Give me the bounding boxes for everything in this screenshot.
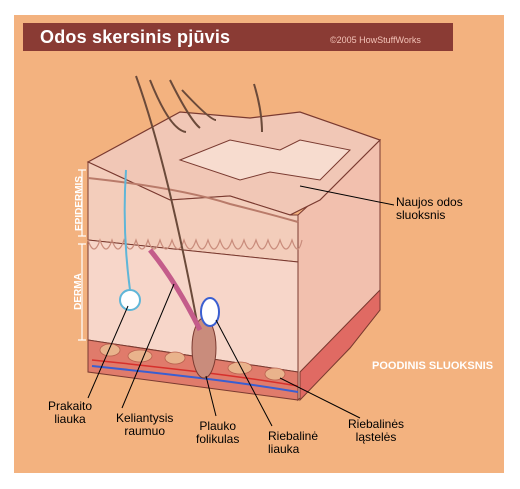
copyright-text: ©2005 HowStuffWorks [330, 35, 421, 45]
hair-follicle-bulb [192, 318, 216, 378]
hair-follicle-label: Plauko folikulas [196, 420, 239, 446]
sweat-gland-label: Prakaito liauka [48, 400, 92, 426]
sweat-gland-coil [120, 290, 140, 310]
diagram-title: Odos skersinis pjūvis [40, 27, 230, 48]
hair-follicle-line2: folikulas [196, 433, 239, 446]
erector-muscle-label: Keliantysis raumuo [116, 412, 173, 438]
new-skin-line2: sluoksnis [396, 209, 463, 222]
epidermis-side-label: EPIDERMIS [74, 176, 85, 231]
sebaceous-gland-label: Riebalinė liauka [268, 430, 318, 456]
fat-cells-label: Riebalinės ląstelės [348, 418, 404, 444]
sebaceous-gland-shape [201, 298, 219, 326]
subcutaneous-line1: POODINIS [372, 360, 426, 372]
subcutaneous-line2: SLUOKSNIS [429, 360, 493, 372]
new-skin-label: Naujos odos sluoksnis [396, 196, 463, 222]
erector-muscle-line2: raumuo [116, 425, 173, 438]
sebaceous-gland-line2: liauka [268, 443, 318, 456]
derma-side-label: DERMA [73, 273, 84, 310]
subcutaneous-label: POODINIS SLUOKSNIS [372, 360, 493, 372]
fat-cells-line2: ląstelės [348, 431, 404, 444]
sweat-gland-line2: liauka [48, 413, 92, 426]
